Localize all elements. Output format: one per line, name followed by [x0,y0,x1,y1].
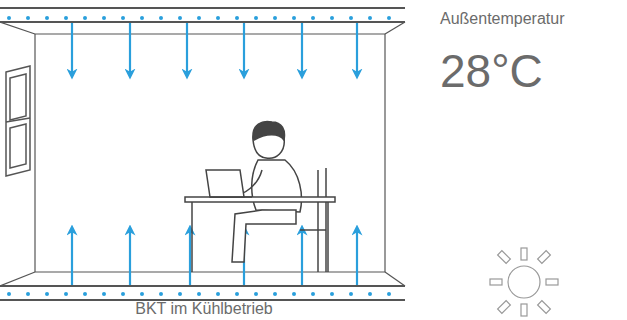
person-at-desk [185,122,335,272]
floor-slab [0,286,405,300]
window [6,66,30,176]
temperature-label: Außentemperatur [440,10,565,28]
temperature-value: 28°C [440,46,543,97]
cooling-arrows [72,23,357,285]
room-walls [0,22,405,286]
ceiling-slab [0,8,405,22]
sun-icon [490,248,558,316]
caption-text: BKT im Kühlbetrieb [135,300,273,318]
